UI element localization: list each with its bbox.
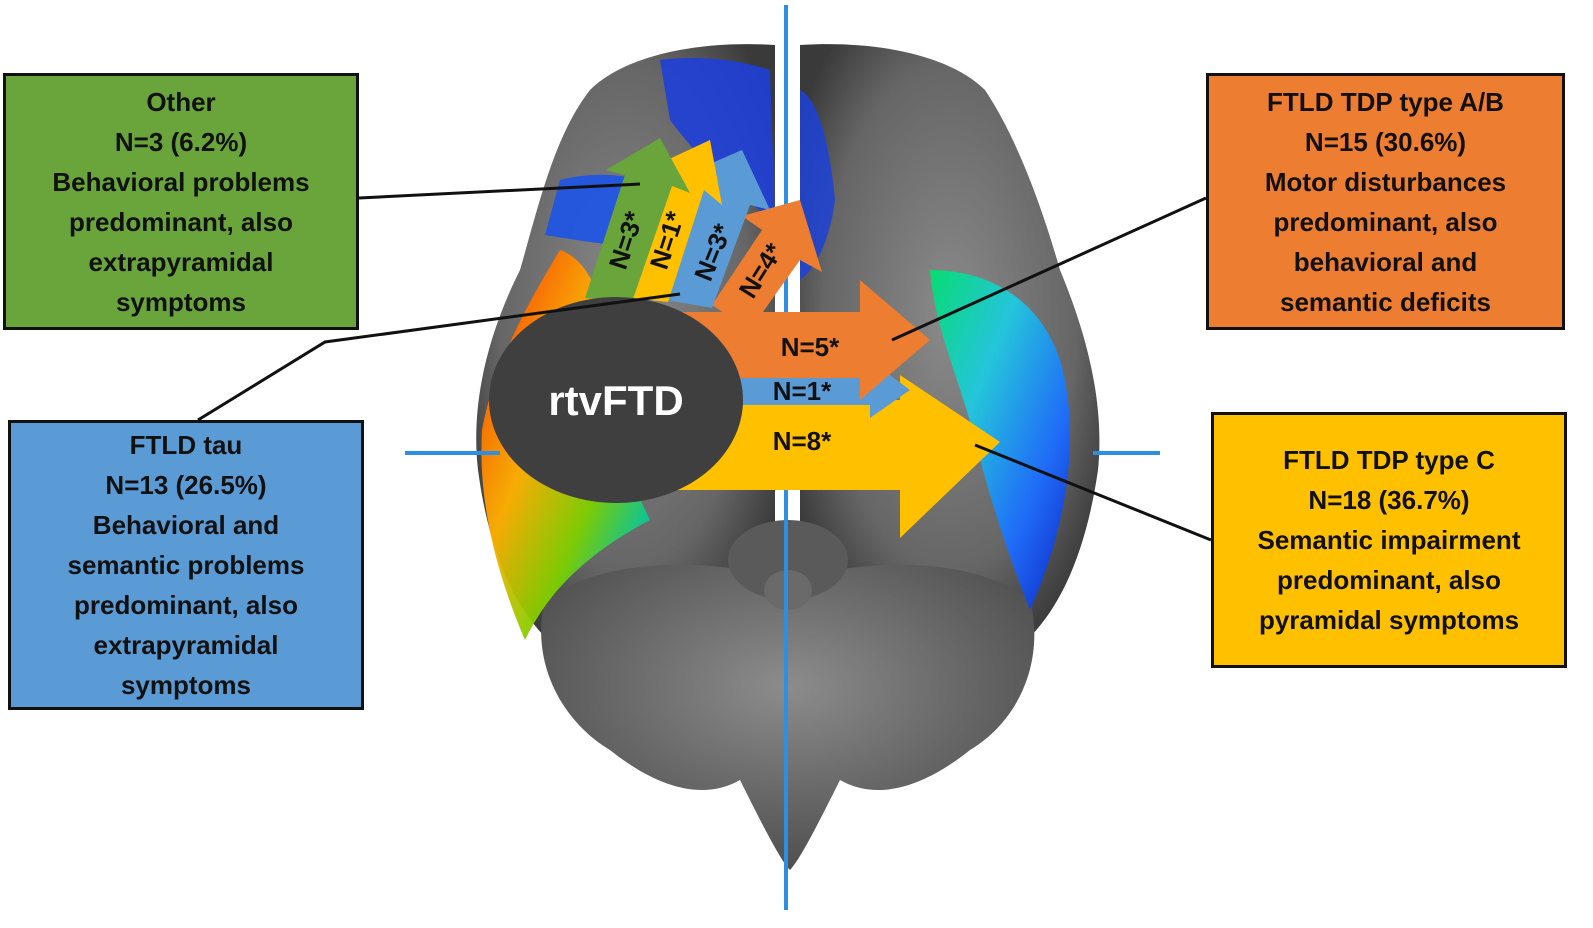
arrow-up-tau bbox=[655, 150, 770, 308]
connector-other bbox=[358, 182, 641, 200]
box-title: FTLD tau bbox=[129, 430, 243, 460]
box-desc-line: predominant, also bbox=[69, 206, 293, 237]
arrow-up-other bbox=[585, 138, 690, 302]
box-desc-line: behavioral and bbox=[1293, 246, 1478, 277]
category-box-tdp-c: FTLD TDP type C N=18 (36.7%) Semantic im… bbox=[1211, 412, 1567, 668]
box-count: N=15 (30.6%) bbox=[1304, 126, 1467, 157]
box-desc-line: extrapyramidal bbox=[93, 630, 279, 660]
category-box-other: Other N=3 (6.2%) Behavioral problems pre… bbox=[3, 73, 359, 330]
category-box-tdp-ab: FTLD TDP type A/B N=15 (30.6%) Motor dis… bbox=[1206, 73, 1565, 330]
box-desc-line: Motor disturbances bbox=[1264, 166, 1507, 197]
box-desc-line: symptoms bbox=[115, 286, 247, 317]
box-count: N=13 (26.5%) bbox=[105, 470, 267, 500]
arrow-label-right-tdp-ab: N=5* bbox=[781, 332, 840, 362]
box-desc-line: semantic deficits bbox=[1280, 286, 1491, 317]
box-count: N=18 (36.7%) bbox=[1308, 485, 1470, 515]
box-desc-line: predominant, also bbox=[1273, 206, 1498, 237]
center-node bbox=[489, 297, 743, 503]
box-desc-line: symptoms bbox=[120, 670, 252, 700]
box-desc-line: semantic problems bbox=[67, 550, 305, 580]
connector-tdp-ab bbox=[891, 196, 1207, 342]
box-title: FTLD TDP type A/B bbox=[1267, 86, 1504, 117]
right-temporal-heatmap bbox=[930, 270, 1070, 610]
box-title: Other bbox=[146, 86, 216, 117]
box-desc-line: predominant, also bbox=[1277, 565, 1501, 595]
connectors bbox=[197, 182, 1212, 542]
box-desc-line: extrapyramidal bbox=[88, 246, 274, 277]
box-desc-line: predominant, also bbox=[74, 590, 298, 620]
box-desc-line: pyramidal symptoms bbox=[1258, 605, 1520, 635]
arrow-up-tdp-c bbox=[630, 140, 722, 302]
category-box-tau: FTLD tau N=13 (26.5%) Behavioral and sem… bbox=[8, 420, 364, 710]
center-node-label: rtvFTD bbox=[548, 377, 683, 424]
connector-tdp-c bbox=[974, 443, 1212, 542]
box-title: FTLD TDP type C bbox=[1283, 445, 1495, 475]
box-desc-line: Semantic impairment bbox=[1257, 525, 1521, 555]
box-desc-line: Behavioral and bbox=[92, 510, 280, 540]
arrow-label-right-tdp-c: N=8* bbox=[773, 426, 832, 456]
arrow-up-tdp-ab bbox=[712, 200, 822, 330]
brain-image bbox=[476, 44, 1100, 870]
box-count: N=3 (6.2%) bbox=[114, 126, 248, 157]
connector-tau bbox=[197, 292, 681, 422]
box-desc-line: Behavioral problems bbox=[52, 166, 310, 197]
arrow-label-right-tau: N=1* bbox=[773, 376, 832, 406]
